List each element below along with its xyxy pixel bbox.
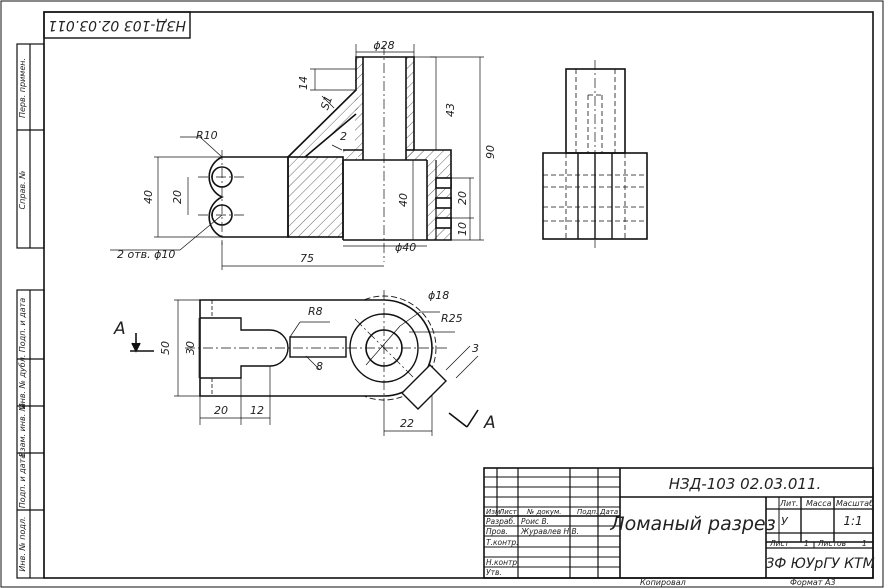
tb-scale-header: Масштаб bbox=[836, 499, 874, 508]
tb-format: Формат А3 bbox=[790, 578, 836, 587]
dim-90: 90 bbox=[484, 145, 497, 159]
tb-col-izm: Изм bbox=[486, 508, 501, 516]
top-stamp-text: НЗД-103 02.03.011 bbox=[48, 17, 186, 33]
dim-75: 75 bbox=[300, 252, 314, 265]
dim-14: 14 bbox=[297, 76, 310, 90]
tb-sheets-label: Листов bbox=[817, 539, 846, 548]
dim-12-bottom: 12 bbox=[250, 404, 264, 417]
tb-lit-value: У bbox=[781, 515, 789, 528]
dim-20-right: 20 bbox=[456, 191, 469, 205]
tb-mass-header: Масса bbox=[806, 499, 832, 508]
dim-22-bottom: 22 bbox=[400, 417, 414, 430]
margin-labels: Перв. примен. Справ. № Подп. и дата Инв.… bbox=[18, 58, 27, 572]
dim-40-left: 40 bbox=[142, 190, 155, 204]
section-mark-left: A bbox=[113, 319, 126, 339]
tb-col-date: Дата bbox=[599, 508, 618, 516]
title-block-texts: НЗД-103 02.03.011. Ломаный разрез Изм Ли… bbox=[486, 475, 875, 587]
dim-2: 2 bbox=[340, 130, 347, 143]
tb-person: Роис В. bbox=[521, 517, 549, 526]
tb-role: Утв. bbox=[486, 568, 502, 577]
tb-sheets-value: 1 bbox=[862, 539, 867, 548]
dim-r25: R25 bbox=[441, 312, 463, 325]
dim-d28: ϕ28 bbox=[373, 39, 394, 52]
margin-label: Инв. № подл. bbox=[18, 516, 27, 571]
tb-name: Ломаный разрез bbox=[609, 513, 775, 535]
dim-43: 43 bbox=[444, 103, 457, 117]
dim-10-right: 10 bbox=[456, 222, 469, 236]
margin-label: Подп. и дата bbox=[18, 298, 27, 353]
tb-col-sign: Подп. bbox=[577, 508, 598, 516]
tb-scale-value: 1:1 bbox=[843, 514, 862, 528]
margin-label: Подп. и дата bbox=[18, 454, 27, 509]
margin-label: Перв. примен. bbox=[18, 58, 27, 118]
tb-role: Пров. bbox=[486, 527, 508, 536]
dim-20-bottom: 20 bbox=[214, 404, 228, 417]
title-block bbox=[483, 467, 874, 579]
dim-8: 8 bbox=[316, 360, 323, 373]
tb-org: ЗФ ЮУрГУ КТМ bbox=[765, 556, 874, 572]
tb-role: Н.контр. bbox=[486, 558, 520, 567]
dim-30: 30 bbox=[184, 341, 197, 355]
top-stamp: НЗД-103 02.03.011 bbox=[43, 11, 191, 39]
section-mark-right: A bbox=[483, 413, 496, 433]
tb-role: Т.контр. bbox=[486, 538, 519, 547]
tb-role: Разраб. bbox=[486, 517, 515, 526]
dim-s1: S1 bbox=[318, 94, 335, 112]
dim-3: 3 bbox=[472, 342, 479, 355]
top-view bbox=[130, 290, 479, 436]
tb-person: Журавлев Н.В. bbox=[520, 527, 579, 536]
dim-50: 50 bbox=[159, 341, 172, 355]
tb-sheet-value: 1 bbox=[804, 539, 809, 548]
margin-label: Взам. инв. № bbox=[18, 403, 27, 457]
tb-sheet-label: Лист bbox=[769, 539, 790, 548]
dim-holes: 2 отв. ϕ10 bbox=[117, 248, 175, 261]
tb-lit-header: Лит. bbox=[779, 499, 798, 508]
front-view: ϕ28 14 S1 2 43 90 R10 40 20 40 20 10 ϕ40… bbox=[110, 39, 497, 270]
left-margin-strip bbox=[16, 43, 45, 579]
dim-d18: ϕ18 bbox=[428, 289, 449, 302]
dim-40-section: 40 bbox=[397, 193, 410, 207]
margin-label: Инв. № дубл. bbox=[18, 355, 27, 410]
side-view bbox=[542, 60, 648, 248]
tb-col-doc: № докум. bbox=[526, 508, 562, 516]
tb-designation: НЗД-103 02.03.011. bbox=[669, 475, 822, 493]
dim-d40: ϕ40 bbox=[395, 241, 416, 254]
tb-copied: Копировал bbox=[640, 578, 686, 587]
tb-col-list: Лист bbox=[498, 508, 518, 516]
dim-20-left: 20 bbox=[171, 190, 184, 204]
dim-r10: R10 bbox=[196, 129, 218, 142]
margin-label: Справ. № bbox=[18, 171, 27, 210]
dim-r8: R8 bbox=[308, 305, 323, 318]
